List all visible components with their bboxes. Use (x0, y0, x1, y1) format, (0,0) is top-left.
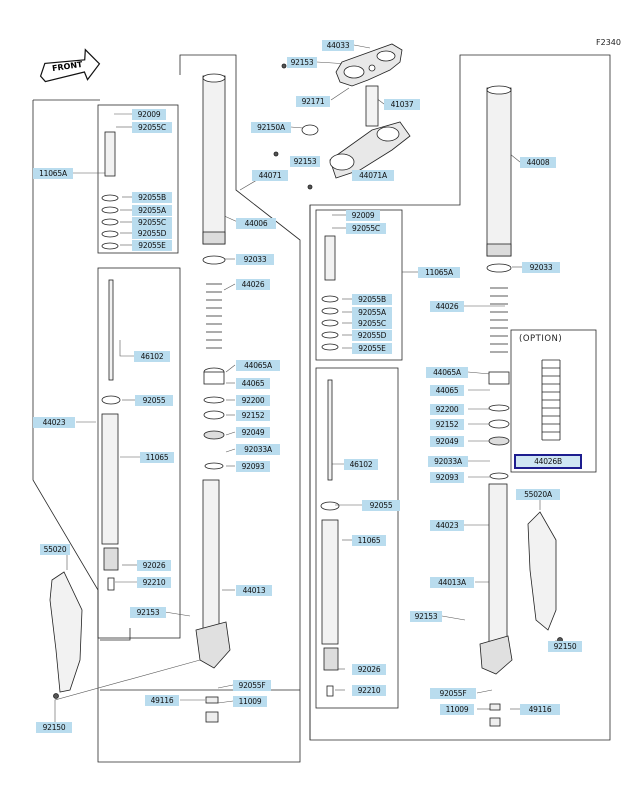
part-label-92033[interactable]: 92033 (236, 254, 274, 265)
part-label-92009[interactable]: 92009 (132, 109, 166, 120)
part-label-44023[interactable]: 44023 (430, 520, 464, 531)
figure-code: F2340 (596, 38, 621, 47)
part-label-92152[interactable]: 92152 (236, 410, 270, 421)
axle-parts-icon (205, 696, 501, 727)
part-label-44071a[interactable]: 44071A (352, 170, 394, 181)
part-label-46102[interactable]: 46102 (134, 351, 170, 362)
part-label-46102[interactable]: 46102 (344, 459, 378, 470)
left-cartridge-icon (101, 131, 121, 591)
part-label-92153[interactable]: 92153 (130, 607, 166, 618)
front-arrow-icon (39, 48, 101, 83)
part-label-11065[interactable]: 11065 (352, 535, 386, 546)
part-label-92033[interactable]: 92033 (522, 262, 560, 273)
part-label-92055d[interactable]: 92055D (132, 228, 172, 239)
part-label-44071[interactable]: 44071 (252, 170, 288, 181)
part-label-92055[interactable]: 92055 (362, 500, 400, 511)
option-label: (OPTION) (519, 334, 563, 344)
part-label-55020[interactable]: 55020 (40, 544, 70, 555)
part-label-92210[interactable]: 92210 (137, 577, 171, 588)
part-label-92026[interactable]: 92026 (352, 664, 386, 675)
part-label-92055b[interactable]: 92055B (132, 192, 172, 203)
part-label-44013a[interactable]: 44013A (430, 577, 474, 588)
left-outer-tube-icon (195, 73, 231, 669)
part-label-92055b[interactable]: 92055B (352, 294, 392, 305)
part-label-44065a[interactable]: 44065A (426, 367, 468, 378)
part-label-44023[interactable]: 44023 (33, 417, 75, 428)
part-label-92153[interactable]: 92153 (290, 156, 320, 167)
part-label-92055e[interactable]: 92055E (132, 240, 172, 251)
part-label-49116[interactable]: 49116 (520, 704, 560, 715)
part-label-11009[interactable]: 11009 (233, 696, 267, 707)
part-label-44026[interactable]: 44026 (430, 301, 464, 312)
part-label-44065[interactable]: 44065 (430, 385, 464, 396)
part-label-92026[interactable]: 92026 (137, 560, 171, 571)
part-label-44065a[interactable]: 44065A (236, 360, 280, 371)
part-label-92055d[interactable]: 92055D (352, 330, 392, 341)
part-label-92200[interactable]: 92200 (430, 404, 464, 415)
part-label-92049[interactable]: 92049 (430, 436, 464, 447)
part-label-92153[interactable]: 92153 (287, 57, 317, 68)
part-label-92200[interactable]: 92200 (236, 395, 270, 406)
right-fork-guard-icon (527, 511, 563, 643)
part-label-92049[interactable]: 92049 (236, 427, 270, 438)
part-label-92033a[interactable]: 92033A (236, 444, 280, 455)
part-label-44026b[interactable]: 44026B (514, 454, 582, 469)
part-label-55020a[interactable]: 55020A (516, 489, 560, 500)
part-label-92055c[interactable]: 92055C (352, 318, 392, 329)
part-label-92055c[interactable]: 92055C (132, 217, 172, 228)
part-label-92171[interactable]: 92171 (296, 96, 330, 107)
part-label-92210[interactable]: 92210 (352, 685, 386, 696)
part-label-92150[interactable]: 92150 (548, 641, 582, 652)
part-label-92150[interactable]: 92150 (36, 722, 72, 733)
part-label-92055[interactable]: 92055 (135, 395, 173, 406)
triple-clamp-icon (273, 43, 411, 190)
part-label-92033a[interactable]: 92033A (428, 456, 468, 467)
part-label-92055a[interactable]: 92055A (132, 205, 172, 216)
part-label-92009[interactable]: 92009 (346, 210, 380, 221)
option-spring-icon (541, 359, 561, 441)
part-label-92055c[interactable]: 92055C (346, 223, 386, 234)
part-label-11065a[interactable]: 11065A (418, 267, 460, 278)
part-label-11009[interactable]: 11009 (440, 704, 474, 715)
part-label-92093[interactable]: 92093 (430, 472, 464, 483)
part-label-44033[interactable]: 44033 (322, 40, 354, 51)
part-label-92093[interactable]: 92093 (236, 461, 270, 472)
part-label-44006[interactable]: 44006 (236, 218, 276, 229)
part-label-92150a[interactable]: 92150A (251, 122, 291, 133)
part-label-44065[interactable]: 44065 (236, 378, 270, 389)
right-cartridge-icon (320, 235, 340, 697)
part-label-92055f[interactable]: 92055F (430, 688, 476, 699)
part-label-49116[interactable]: 49116 (145, 695, 179, 706)
part-label-92152[interactable]: 92152 (430, 419, 464, 430)
part-label-11065a[interactable]: 11065A (33, 168, 73, 179)
part-label-44008[interactable]: 44008 (520, 157, 556, 168)
part-label-44013[interactable]: 44013 (236, 585, 272, 596)
left-fork-guard-icon (49, 571, 83, 699)
part-label-92055f[interactable]: 92055F (233, 680, 271, 691)
part-label-44026[interactable]: 44026 (236, 279, 270, 290)
part-label-11065[interactable]: 11065 (140, 452, 174, 463)
part-label-41037[interactable]: 41037 (384, 99, 420, 110)
part-label-92153[interactable]: 92153 (410, 611, 442, 622)
right-outer-tube-icon (479, 85, 513, 675)
part-label-92055c[interactable]: 92055C (132, 122, 172, 133)
part-label-92055a[interactable]: 92055A (352, 307, 392, 318)
part-label-92055e[interactable]: 92055E (352, 343, 392, 354)
